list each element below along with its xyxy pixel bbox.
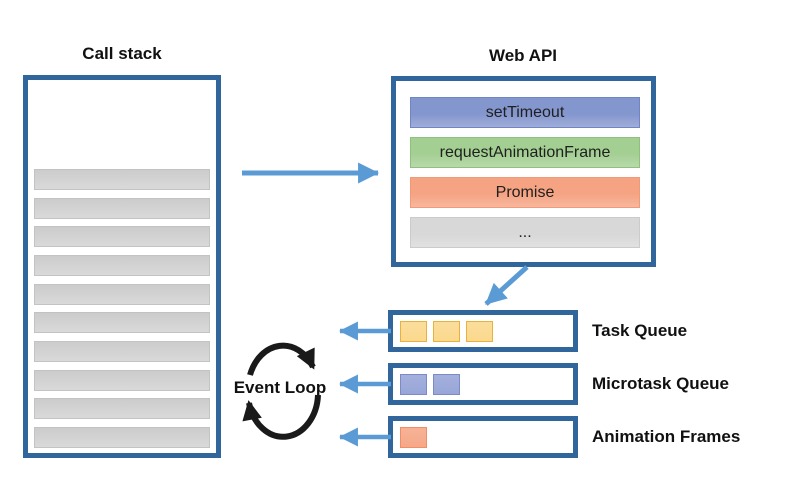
task-queue-box — [388, 310, 578, 352]
queue-item — [400, 321, 427, 342]
web-api-item: requestAnimationFrame — [410, 137, 640, 168]
stack-frame — [34, 398, 210, 419]
event-loop-label: Event Loop — [233, 378, 327, 397]
stack-frame — [34, 284, 210, 305]
web-api-item: Promise — [410, 177, 640, 208]
queue-item — [433, 321, 460, 342]
web-api-title: Web API — [488, 46, 558, 65]
web-api-item: setTimeout — [410, 97, 640, 128]
queue-item — [400, 427, 427, 448]
animation-frames-label: Animation Frames — [592, 427, 741, 446]
event-loop-top-arc — [247, 342, 316, 376]
call-stack-box — [23, 75, 221, 458]
stack-frame — [34, 370, 210, 391]
stack-frame — [34, 198, 210, 219]
event-loop-bottom-arc — [242, 394, 321, 440]
stack-frame — [34, 169, 210, 190]
animation-frames-box — [388, 416, 578, 458]
stack-frame — [34, 226, 210, 247]
queue-item — [433, 374, 460, 395]
microtask-queue-label: Microtask Queue — [592, 374, 729, 393]
stack-frame — [34, 312, 210, 333]
call-stack-title: Call stack — [82, 44, 162, 63]
web-api-item: ... — [410, 217, 640, 248]
queue-item — [466, 321, 493, 342]
stack-frame — [34, 255, 210, 276]
queue-item — [400, 374, 427, 395]
stack-frame — [34, 341, 210, 362]
task-queue-label: Task Queue — [592, 321, 688, 340]
microtask-queue-box — [388, 363, 578, 405]
stack-frame — [34, 427, 210, 448]
webapi-to-taskqueue-arrow — [484, 265, 529, 306]
